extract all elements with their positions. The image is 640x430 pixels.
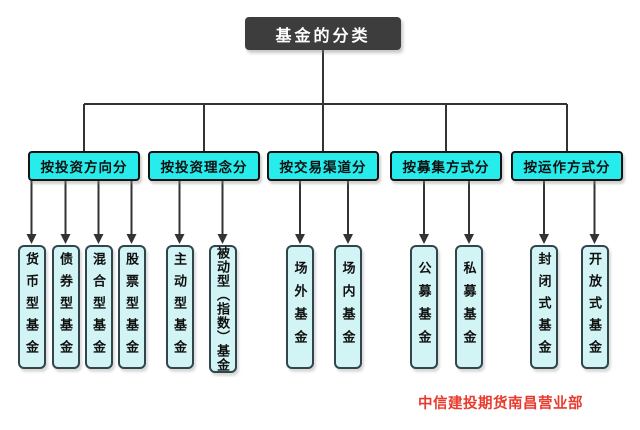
leaf-node-label: 股票型基金 (124, 252, 139, 362)
category-node-0: 按投资方向分 (28, 151, 140, 181)
root-node-title: 基金的分类 (245, 17, 401, 50)
arrow-head-1-0 (174, 234, 185, 244)
arrow-head-1-1 (217, 234, 228, 244)
leaf-node-3-1: 私募基金 (455, 245, 483, 369)
arrow-head-0-0 (26, 234, 37, 244)
leaf-node-4-0: 封闭式基金 (530, 245, 558, 369)
leaf-node-label: 被动型（指数）基金 (215, 246, 230, 372)
leaf-node-4-1: 开放式基金 (580, 245, 609, 369)
leaf-node-label: 开放式基金 (587, 252, 602, 362)
arrow-head-4-1 (589, 234, 600, 244)
leaf-node-2-0: 场外基金 (286, 245, 314, 369)
leaf-node-0-2: 混合型基金 (84, 245, 113, 369)
leaf-node-label: 封闭式基金 (536, 252, 552, 362)
category-node-3: 按募集方式分 (390, 151, 502, 181)
watermark-text: 中信建投期货南昌营业部 (418, 396, 583, 412)
leaf-node-3-0: 公募基金 (410, 245, 438, 369)
arrow-head-0-2 (93, 234, 104, 244)
arrow-head-3-1 (464, 234, 474, 244)
arrow-head-0-3 (126, 234, 137, 244)
leaf-node-0-3: 股票型基金 (117, 245, 146, 369)
arrow-head-2-1 (343, 234, 353, 244)
arrow-head-3-0 (419, 234, 429, 244)
leaf-node-label: 货币型基金 (24, 252, 39, 362)
leaf-node-label: 主动型基金 (172, 252, 187, 362)
arrow-head-0-1 (60, 234, 71, 244)
leaf-node-label: 场外基金 (292, 261, 308, 353)
leaf-node-label: 场内基金 (340, 261, 356, 353)
leaf-node-0-1: 债券型基金 (51, 245, 80, 369)
leaf-node-1-0: 主动型基金 (165, 245, 194, 369)
leaf-node-label: 混合型基金 (91, 252, 106, 362)
arrow-head-2-0 (295, 234, 305, 244)
category-node-1: 按投资理念分 (148, 151, 260, 181)
leaf-node-label: 债券型基金 (58, 252, 73, 362)
arrow-head-4-0 (539, 234, 549, 244)
leaf-node-label: 公募基金 (416, 261, 432, 353)
leaf-node-2-1: 场内基金 (334, 245, 362, 369)
leaf-node-label: 私募基金 (461, 261, 477, 353)
leaf-node-0-0: 货币型基金 (17, 245, 46, 369)
leaf-node-1-1: 被动型（指数）基金 (208, 245, 237, 373)
category-node-4: 按运作方式分 (511, 151, 623, 181)
category-node-2: 按交易渠道分 (267, 151, 379, 181)
